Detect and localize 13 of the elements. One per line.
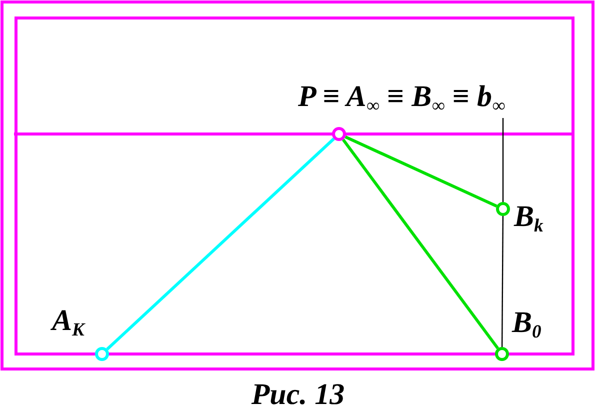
point-label: P ≡ A$_{∞}$ ≡ B$_{∞}$ ≡ b$_{∞}$: [298, 82, 506, 116]
line-segment: [502, 118, 504, 202]
point-label: A$_{K}$: [52, 306, 84, 340]
point-label: B$_{k}$: [514, 202, 544, 236]
point-marker: [95, 347, 109, 361]
point-label: B$_{0}$: [512, 308, 542, 342]
figure-caption: Рис. 13: [251, 380, 345, 410]
point-marker: [496, 202, 510, 216]
line-segment: [501, 216, 504, 347]
point-marker: [332, 127, 346, 141]
line-segment: [342, 138, 500, 350]
point-marker: [495, 347, 509, 361]
line-segment: [344, 136, 498, 208]
